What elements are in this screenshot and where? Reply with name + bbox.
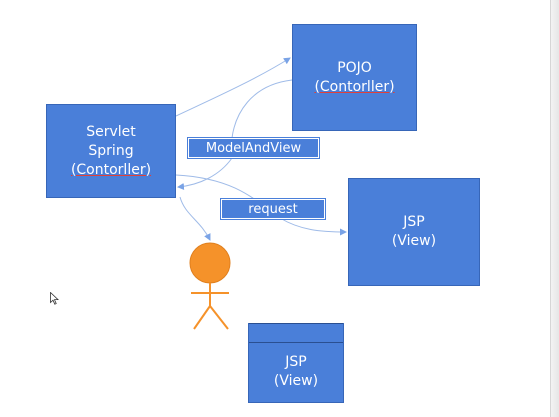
jsp-box-header-bar xyxy=(249,323,343,343)
pojo-controller-label: (Contorller) xyxy=(314,78,395,95)
pojo-label: POJO xyxy=(337,59,372,76)
servlet-controller-label: (Contorller) xyxy=(70,161,152,178)
user-icon xyxy=(189,242,231,330)
view-bottom-label: (View) xyxy=(273,372,319,389)
jsp-view-box-bottom: JSP (View) xyxy=(248,323,344,403)
request-label: request xyxy=(220,198,326,220)
view-label: (View) xyxy=(391,233,437,249)
pojo-controller-box: POJO (Contorller) xyxy=(292,24,417,131)
arrow-servlet-to-user xyxy=(179,196,211,241)
arrow-servlet-to-pojo xyxy=(175,57,291,117)
mouse-cursor-icon xyxy=(50,292,59,305)
jsp-bottom-label: JSP xyxy=(285,353,307,370)
servlet-label: Servlet xyxy=(86,123,136,140)
spring-label: Spring xyxy=(88,142,134,159)
model-and-view-label: ModelAndView xyxy=(187,137,320,159)
jsp-label: JSP xyxy=(403,214,425,230)
jsp-box-bottom-text: JSP (View) xyxy=(274,353,318,391)
jsp-view-box: JSP (View) xyxy=(348,178,480,286)
servlet-spring-controller-box: Servlet Spring (Contorller) xyxy=(46,104,176,198)
window-edge xyxy=(550,0,559,417)
arrow-pojo-to-servlet xyxy=(178,79,293,187)
